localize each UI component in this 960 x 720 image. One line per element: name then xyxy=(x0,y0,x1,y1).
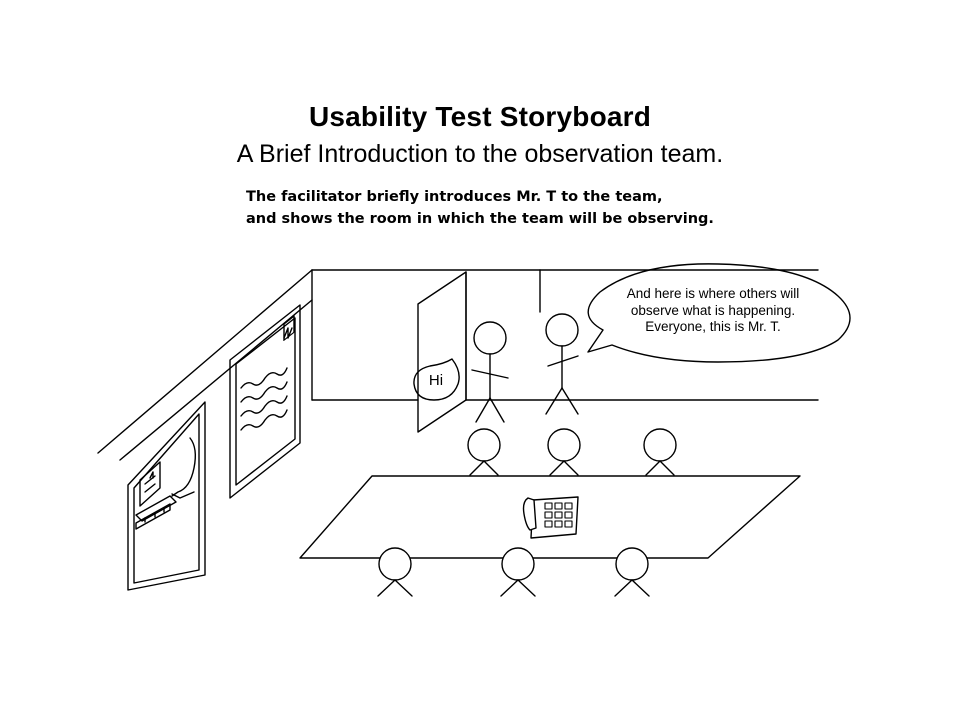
team-member-back-2 xyxy=(547,428,581,476)
team-member-back-3 xyxy=(643,428,677,476)
desk-phone-icon xyxy=(522,496,579,539)
caption-line-2: and shows the room in which the team wil… xyxy=(246,211,714,227)
speech-line-3: Everyone, this is Mr. T. xyxy=(645,319,781,334)
wall-whiteboard xyxy=(229,304,301,499)
open-door xyxy=(417,271,467,433)
slide-title: Usability Test Storyboard xyxy=(308,101,652,132)
team-member-back-1 xyxy=(467,428,501,476)
mr-t-speech-bubble xyxy=(413,358,460,401)
facilitator-stick-figure xyxy=(545,313,579,415)
team-member-front-2 xyxy=(500,547,536,597)
team-member-front-3 xyxy=(614,547,650,597)
speech-line-1: And here is where others will xyxy=(626,286,800,301)
team-member-front-1 xyxy=(377,547,413,597)
facilitator-speech-bubble xyxy=(587,263,851,363)
room-walls xyxy=(97,269,819,461)
observation-window-computer xyxy=(127,401,206,591)
mr-t-speech-text: Hi xyxy=(428,372,444,389)
scene-caption: The facilitator briefly introduces Mr. T… xyxy=(246,186,886,230)
slide-subtitle: A Brief Introduction to the observation … xyxy=(236,140,724,168)
facilitator-speech-text: And here is where others will observe wh… xyxy=(600,286,826,336)
speech-line-2: observe what is happening. xyxy=(630,302,796,318)
caption-line-1: The facilitator briefly introduces Mr. T… xyxy=(246,189,663,205)
mr-t-stick-figure xyxy=(471,321,509,423)
